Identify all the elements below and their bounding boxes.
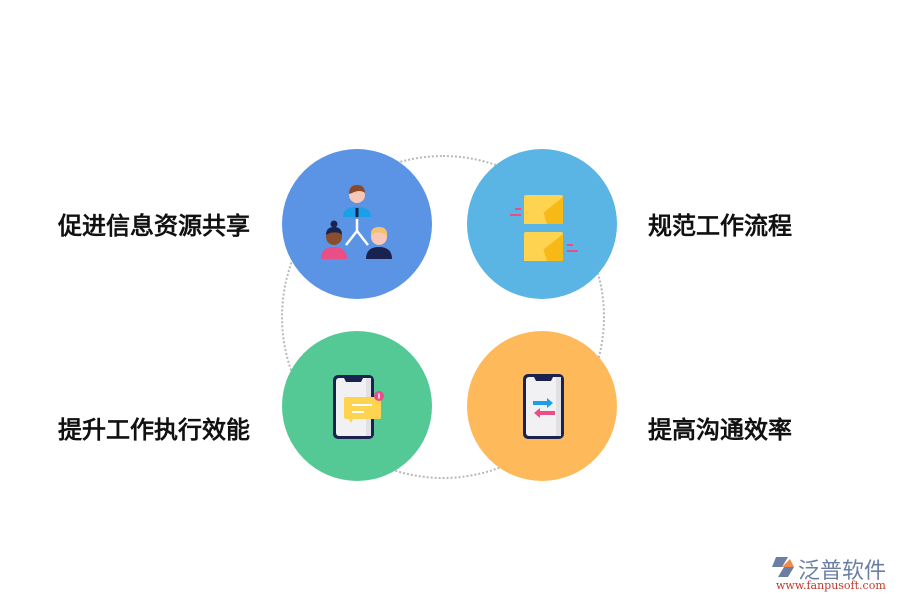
brand-name: 泛普软件 [798, 559, 887, 584]
node-info-sharing [282, 149, 432, 299]
node-communication-efficiency [467, 331, 617, 481]
phone-exchange-icon [523, 374, 564, 439]
label-info-sharing: 促进信息资源共享 [58, 212, 250, 240]
phone-notification-icon [333, 375, 384, 439]
brand-url: www.fanpusoft.com [776, 579, 886, 592]
label-standardize-workflow: 规范工作流程 [648, 212, 792, 240]
label-improve-execution: 提升工作执行效能 [58, 416, 250, 444]
label-communication-efficiency: 提高沟通效率 [648, 416, 792, 444]
dotted-connector-ring [281, 155, 605, 479]
node-standardize-workflow [467, 149, 617, 299]
brand-watermark: 泛普软件 www.fanpusoft.com [768, 553, 893, 593]
fanpu-logo-icon [772, 557, 794, 577]
node-improve-execution [282, 331, 432, 481]
envelopes-icon [510, 195, 578, 261]
team-hierarchy-icon [321, 185, 392, 259]
